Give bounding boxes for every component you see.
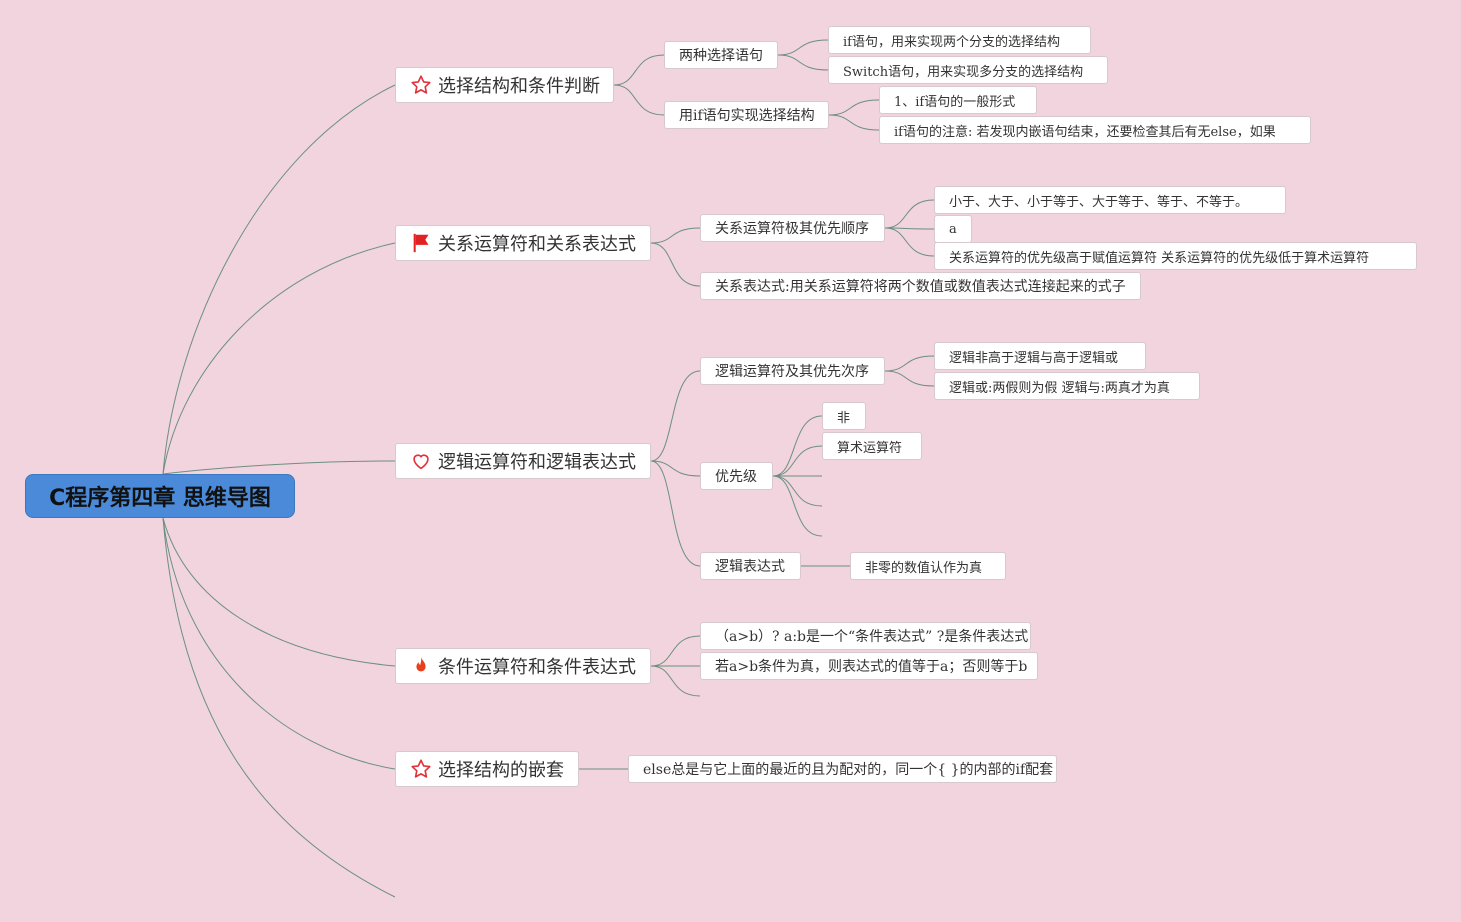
root-link [162, 84, 396, 475]
root-link [162, 242, 396, 475]
sub-link [772, 415, 823, 477]
topic-label: 选择结构和条件判断 [438, 76, 600, 97]
root-node[interactable]: C程序第四章 思维导图 [25, 474, 295, 518]
topic-label: 选择结构的嵌套 [438, 760, 564, 781]
sub-link [884, 370, 935, 387]
topic-label: 关系运算符和关系表达式 [438, 234, 636, 255]
topic-nested-selection[interactable]: 选择结构的嵌套 [395, 751, 579, 787]
subtopic-if-implementation[interactable]: 用if语句实现选择结构 [664, 101, 829, 129]
topic-logical-operators[interactable]: 逻辑运算符和逻辑表达式 [395, 443, 651, 479]
subtopic-relational-precedence[interactable]: 关系运算符极其优先顺序 [700, 214, 885, 242]
sub-link [772, 445, 823, 477]
sub-link [828, 114, 880, 131]
topic-link [650, 227, 701, 244]
root-link [162, 517, 396, 770]
leaf-logical-order[interactable]: 逻辑非高于逻辑与高于逻辑或 [934, 342, 1146, 370]
root-link [162, 517, 396, 898]
leaf-if-statement[interactable]: if语句，用来实现两个分支的选择结构 [828, 26, 1091, 54]
sub-link [884, 355, 935, 372]
root-link [162, 517, 396, 667]
sub-link [772, 475, 823, 507]
subtopic-else-matching[interactable]: else总是与它上面的最近的且为配对的，同一个{ }的内部的if配套 [628, 755, 1057, 783]
subtopic-conditional-expression[interactable]: （a>b）? a:b是一个“条件表达式” ?是条件表达式 [700, 622, 1031, 650]
subtopic-conditional-result[interactable]: 若a>b条件为真，则表达式的值等于a；否则等于b [700, 652, 1038, 680]
subtopic-relational-expression[interactable]: 关系表达式:用关系运算符将两个数值或数值表达式连接起来的式子 [700, 272, 1141, 300]
fire-icon [416, 656, 426, 672]
topic-label: 条件运算符和条件表达式 [438, 657, 636, 678]
leaf-relational-priority[interactable]: 关系运算符的优先级高于赋值运算符 关系运算符的优先级低于算术运算符 [934, 242, 1417, 270]
topic-conditional-operator[interactable]: 条件运算符和条件表达式 [395, 648, 651, 684]
leaf-switch-statement[interactable]: Switch语句，用来实现多分支的选择结构 [828, 56, 1108, 84]
leaf-if-general-form[interactable]: 1、if语句的一般形式 [879, 86, 1037, 114]
sub-link [828, 99, 880, 116]
leaf-a[interactable]: a [934, 215, 972, 243]
leaf-logical-truth[interactable]: 逻辑或:两假则为假 逻辑与:两真才为真 [934, 372, 1200, 400]
topic-link [650, 242, 701, 287]
leaf-relational-ops[interactable]: 小于、大于、小于等于、大于等于、等于、不等于。 [934, 186, 1286, 214]
leaf-arithmetic-operator[interactable]: 算术运算符 [822, 432, 922, 460]
topic-link [613, 54, 665, 86]
star-icon [411, 759, 431, 778]
leaf-nonzero-true[interactable]: 非零的数值认作为真 [850, 552, 1006, 580]
subtopic-priority[interactable]: 优先级 [700, 462, 773, 490]
sub-link [777, 39, 829, 56]
star-icon [411, 75, 431, 94]
leaf-not[interactable]: 非 [822, 402, 866, 430]
topic-link [613, 84, 665, 116]
sub-link [777, 54, 829, 71]
flag-icon [413, 233, 429, 253]
subtopic-two-select-statements[interactable]: 两种选择语句 [664, 41, 778, 69]
sub-link [772, 475, 823, 537]
subtopic-logical-precedence[interactable]: 逻辑运算符及其优先次序 [700, 357, 885, 385]
sub-link [884, 199, 935, 229]
leaf-if-notice[interactable]: if语句的注意: 若发现内嵌语句结束，还要检查其后有无else，如果 [879, 116, 1311, 144]
topic-link [650, 635, 701, 667]
sub-link [884, 227, 935, 257]
topic-label: 逻辑运算符和逻辑表达式 [438, 452, 636, 473]
topic-link [650, 370, 701, 462]
topic-relational-operators[interactable]: 关系运算符和关系表达式 [395, 225, 651, 261]
topic-link [650, 665, 701, 697]
topic-selection-structure[interactable]: 选择结构和条件判断 [395, 67, 614, 103]
topic-link [650, 460, 701, 567]
topic-link [650, 460, 701, 477]
heart-icon [413, 454, 429, 470]
root-link [162, 460, 396, 475]
subtopic-logical-expression[interactable]: 逻辑表达式 [700, 552, 801, 580]
